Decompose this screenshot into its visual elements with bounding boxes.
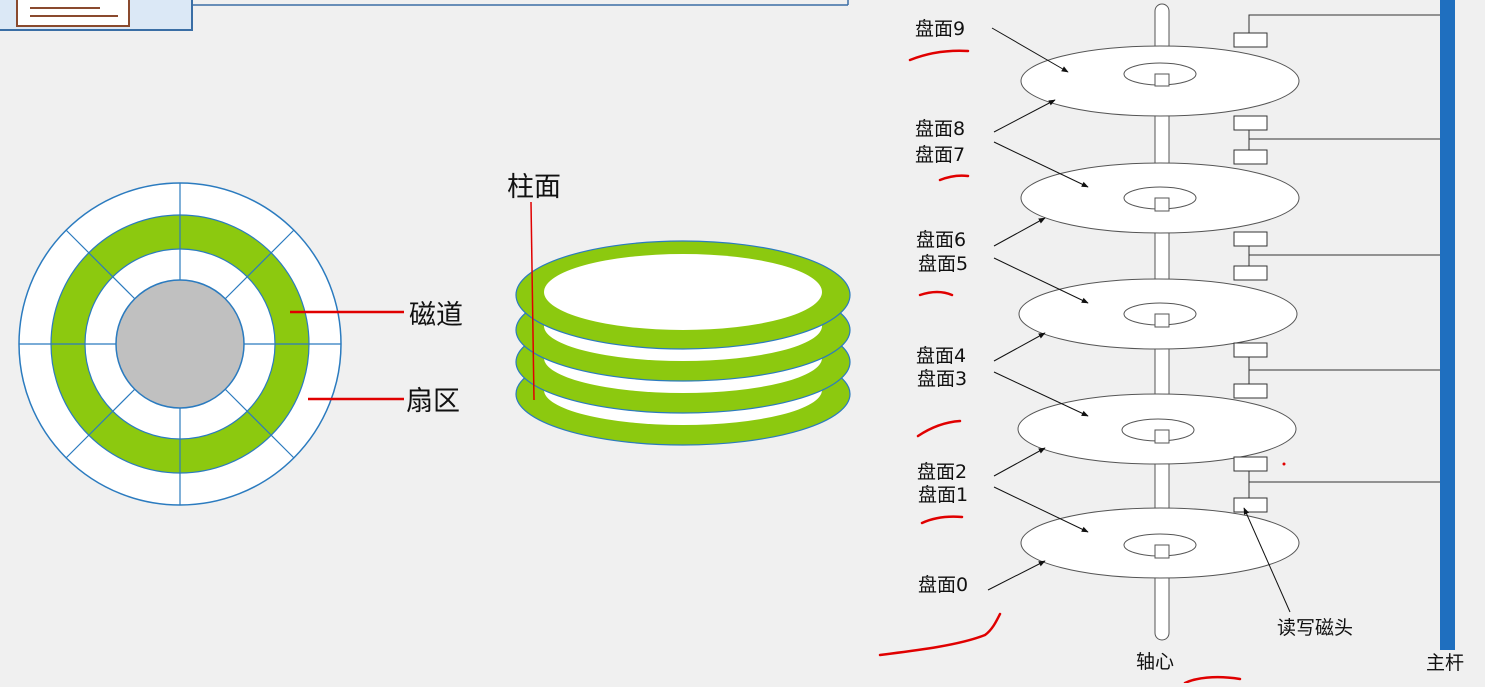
- surface-0-label: 盘面0: [918, 574, 968, 596]
- read-write-heads: [1233, 32, 1268, 513]
- stacked-platter-1: [515, 240, 851, 350]
- platter-2-3: [1017, 393, 1297, 465]
- surface-1-label: 盘面1: [918, 484, 968, 506]
- platter-top-view: 磁道 扇区: [18, 182, 463, 506]
- surface-4-label: 盘面4: [916, 345, 966, 367]
- spindle-label: 轴心: [1136, 651, 1174, 673]
- surface-5-label: 盘面5: [918, 253, 968, 275]
- surface-8-label: 盘面8: [915, 118, 965, 140]
- red-annotation-marks: [878, 49, 1286, 685]
- surface-2-label: 盘面2: [917, 461, 967, 483]
- cylinder-stack: 柱面: [507, 172, 851, 446]
- cylinder-label: 柱面: [507, 172, 561, 203]
- platter-8-9: [1020, 45, 1300, 117]
- platter-6-7: [1020, 162, 1300, 234]
- sector-label: 扇区: [406, 386, 460, 417]
- surface-9-label: 盘面9: [915, 18, 965, 40]
- rod-label: 主杆: [1426, 652, 1464, 674]
- platter-0-1: [1020, 507, 1300, 579]
- head-label: 读写磁头: [1277, 617, 1353, 639]
- surface-3-label: 盘面3: [917, 368, 967, 390]
- platter-4-5: [1018, 278, 1298, 350]
- platter-hub: [115, 279, 245, 409]
- track-label: 磁道: [409, 300, 463, 331]
- surface-pointer-arrows: [987, 27, 1291, 613]
- main-rod: [1440, 0, 1455, 650]
- disk-side-view: 盘面9 盘面8 盘面7 盘面6 盘面5 盘面4 盘面3 盘面2 盘面1 盘面0 …: [915, 0, 1464, 674]
- surface-6-label: 盘面6: [916, 229, 966, 251]
- surface-7-label: 盘面7: [915, 144, 965, 166]
- cylinder-pointer-line: [530, 201, 535, 401]
- head-arms: [1248, 14, 1440, 498]
- document-icon: [16, 0, 130, 27]
- sector-dividers: [19, 183, 341, 505]
